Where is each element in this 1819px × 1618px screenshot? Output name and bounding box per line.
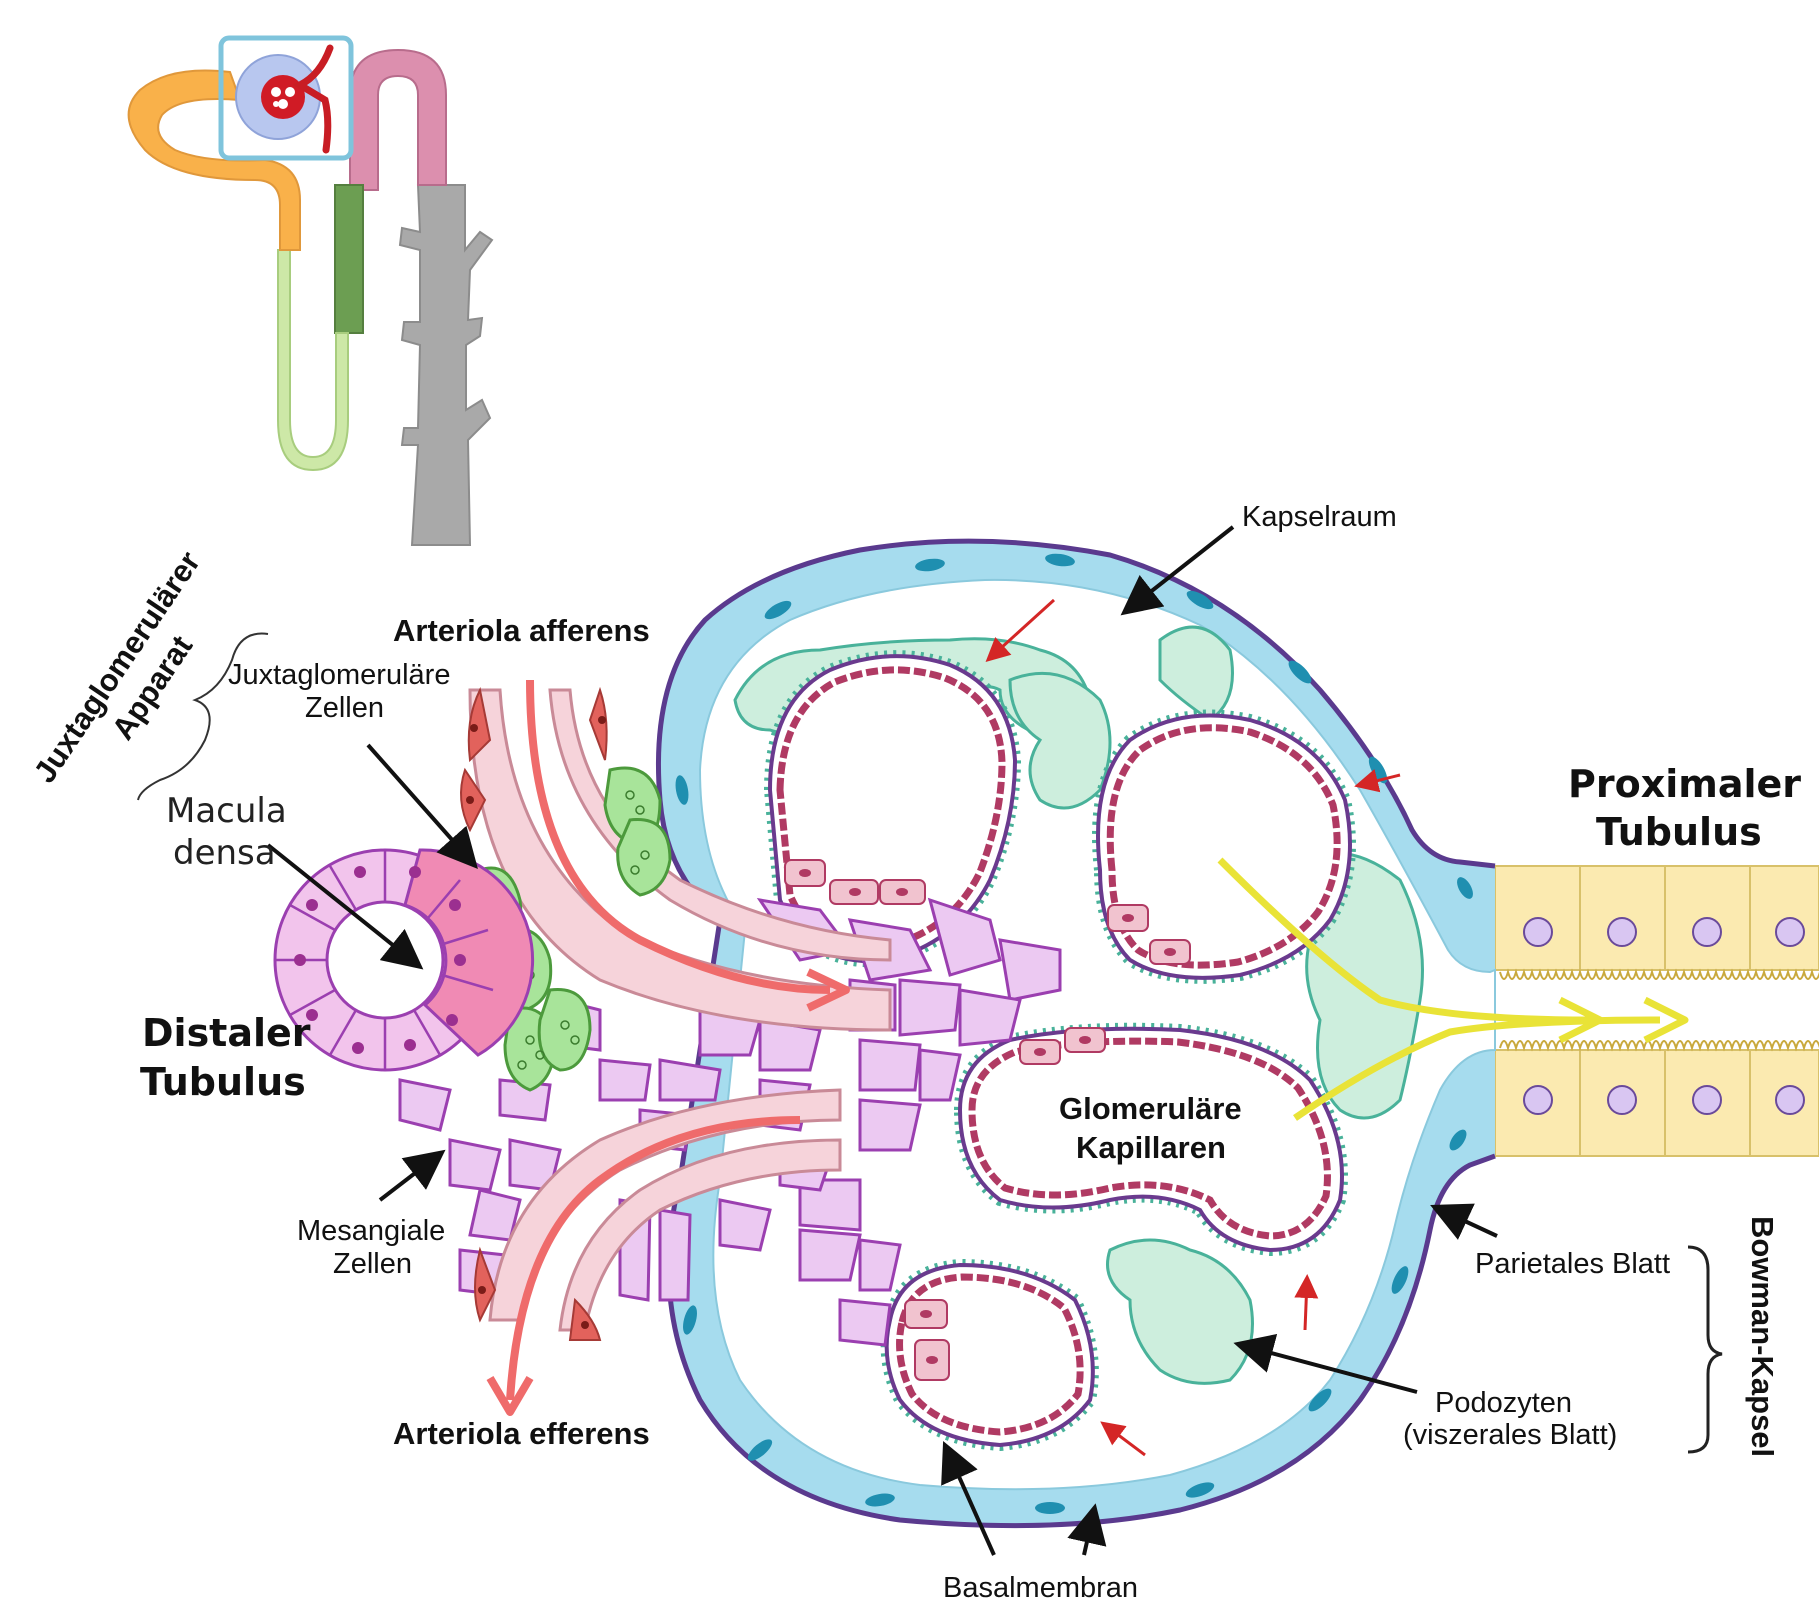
filtration-arrows	[985, 598, 1401, 1457]
loop-dark-green	[334, 184, 364, 334]
inset-arteriole	[292, 44, 334, 154]
label-juxta-zellen-1: Juxtaglomeruläre	[228, 659, 450, 691]
label-parietales-blatt: Parietales Blatt	[1475, 1248, 1670, 1280]
label-bowman-kapsel: Bowman-Kapsel	[1745, 1216, 1780, 1457]
filtrate-flow-arrow-2	[1293, 1016, 1661, 1121]
pointer-arrows	[266, 525, 1498, 1556]
glomerular-capillaries	[763, 650, 1356, 1452]
collecting-duct	[398, 184, 494, 546]
macula-densa-cells	[403, 848, 535, 1057]
afferent-flow-arrow	[526, 679, 831, 994]
label-mesangiale-2: Zellen	[333, 1248, 412, 1280]
loop-of-henle-thin	[277, 249, 349, 472]
proximal-tubule	[1494, 865, 1819, 1157]
mesangial-cells	[398, 897, 1062, 1347]
inset-highlight-box	[218, 35, 354, 161]
label-arteriola-afferens: Arteriola afferens	[393, 613, 650, 648]
label-juxta-zellen-2: Zellen	[305, 692, 384, 724]
nephron-overview	[127, 35, 494, 546]
loop-pink-segment	[349, 48, 447, 191]
jga-brace	[137, 632, 269, 801]
filtrate-flow-arrow-1	[1217, 857, 1591, 1024]
label-distaler-1: Distaler	[142, 1011, 311, 1055]
inset-glomerulus	[261, 75, 305, 119]
label-glomerulaere-2: Kapillaren	[1076, 1130, 1226, 1165]
label-macula-1: Macula	[166, 791, 287, 831]
label-arteriola-efferens: Arteriola efferens	[393, 1416, 650, 1451]
label-glomerulaere-1: Glomeruläre	[1059, 1091, 1242, 1126]
convoluted-tubule-orange	[127, 69, 301, 251]
label-proximaler-2: Tubulus	[1596, 810, 1762, 854]
label-proximaler-1: Proximaler	[1568, 762, 1801, 806]
label-podozyten-1: Podozyten	[1435, 1387, 1572, 1419]
efferent-flow-arrow	[506, 1116, 801, 1401]
label-distaler-2: Tubulus	[140, 1060, 306, 1104]
bowman-brace	[1687, 1245, 1723, 1454]
label-podozyten-2: (viszerales Blatt)	[1403, 1419, 1617, 1451]
label-macula-2: densa	[173, 833, 276, 873]
label-basalmembran: Basalmembran	[943, 1572, 1138, 1604]
label-mesangiale-1: Mesangiale	[297, 1215, 445, 1247]
label-kapselraum: Kapselraum	[1242, 501, 1397, 533]
